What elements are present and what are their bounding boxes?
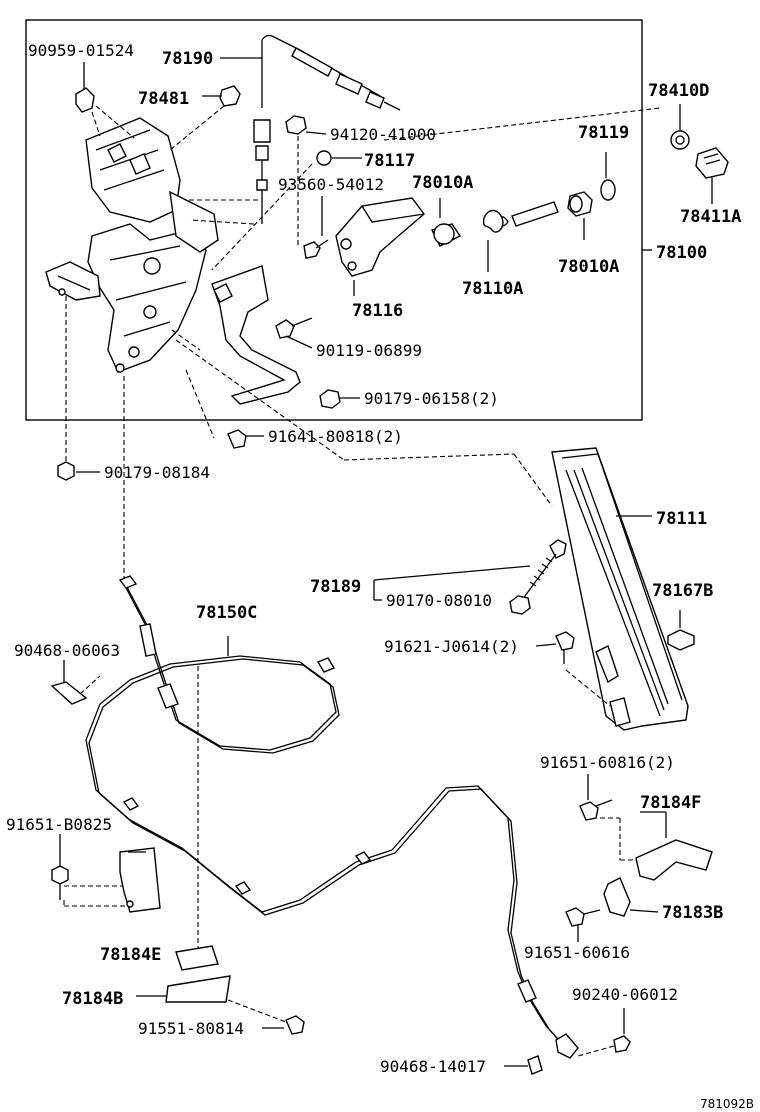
bolt-91651-b0825 [51,834,128,907]
label-78110a: 78110A [462,279,523,299]
label-78150c: 78150C [196,603,257,623]
bushing-78117 [316,150,332,166]
pedal-arm [211,265,301,405]
label-78116: 78116 [352,301,403,321]
assembly-frame [25,19,643,421]
label-78410d: 78410D [648,81,709,101]
label-93560-54012: 93560-54012 [278,175,384,194]
cushion-78167b [667,629,695,651]
clip-90240-06012 [577,1008,631,1057]
cushion-78410d [670,130,690,150]
label-78411a: 78411A [680,207,741,227]
clamp-90468-06063 [50,681,88,705]
bolt-90119-06899 [275,317,313,349]
nut-90179-08184 [57,461,75,481]
label-91651-b0825: 91651-B0825 [6,815,112,834]
label-90240-06012: 90240-06012 [572,985,678,1004]
nut-90179-06158 [319,389,341,409]
stopper-78411a [695,147,729,204]
label-78184e: 78184E [100,945,161,965]
label-78189: 78189 [310,577,361,597]
bracket-78184f [635,811,713,881]
spring-set [431,152,616,272]
label-91621-j0614: 91621-J0614(2) [384,637,519,656]
cable-78150c [85,575,579,1059]
bolt-91551-80814 [262,1015,305,1035]
bolt-91651-60616 [565,907,601,942]
label-78167b: 78167B [652,581,713,601]
label-78010a-bottom: 78010A [558,257,619,277]
clamp-90468-14017 [504,1055,543,1075]
label-90179-08184: 90179-08184 [104,463,210,482]
bolt-91641-80818 [227,429,264,449]
label-90468-06063: 90468-06063 [14,641,120,660]
label-78190: 78190 [162,49,213,69]
cable-78190 [186,34,401,225]
label-90179-06158: 90179-06158(2) [364,389,499,408]
accelerator-pedal-78111 [551,447,689,731]
label-91651-60616: 91651-60616 [524,943,630,962]
bolt-78189 [509,539,567,615]
label-90170-08010: 90170-08010 [386,591,492,610]
lever-78116 [335,197,425,296]
label-78119: 78119 [578,123,629,143]
clip-78481 [219,85,241,107]
label-90468-14017: 90468-14017 [380,1057,486,1076]
nut-94120-41000 [285,115,307,135]
pedal-bracket-assembly [45,117,219,373]
label-91551-80814: 91551-80814 [138,1019,244,1038]
label-94120-41000: 94120-41000 [330,125,436,144]
label-78184b: 78184B [62,989,123,1009]
label-78117: 78117 [364,151,415,171]
label-78481: 78481 [138,89,189,109]
label-78184f: 78184F [640,793,701,813]
label-78111: 78111 [656,509,707,529]
bracket-78184e [119,847,161,913]
bolt-91651-60816 [579,774,613,821]
bolt-91621-j0614 [535,631,611,707]
bolt-93560-54012 [303,196,329,259]
label-78183b: 78183B [662,903,723,923]
label-78100: 78100 [656,243,707,263]
diagram-code: 781092B [700,1097,754,1111]
label-78010a-top: 78010A [412,173,473,193]
label-91641-80818: 91641-80818(2) [268,427,403,446]
label-91651-60816: 91651-60816(2) [540,753,675,772]
label-90119-06899: 90119-06899 [316,341,422,360]
label-90959-01524: 90959-01524 [28,41,134,60]
clip-90959-01524 [75,87,95,113]
clip-78183b [603,877,659,917]
bracket-78184b [136,945,231,1003]
